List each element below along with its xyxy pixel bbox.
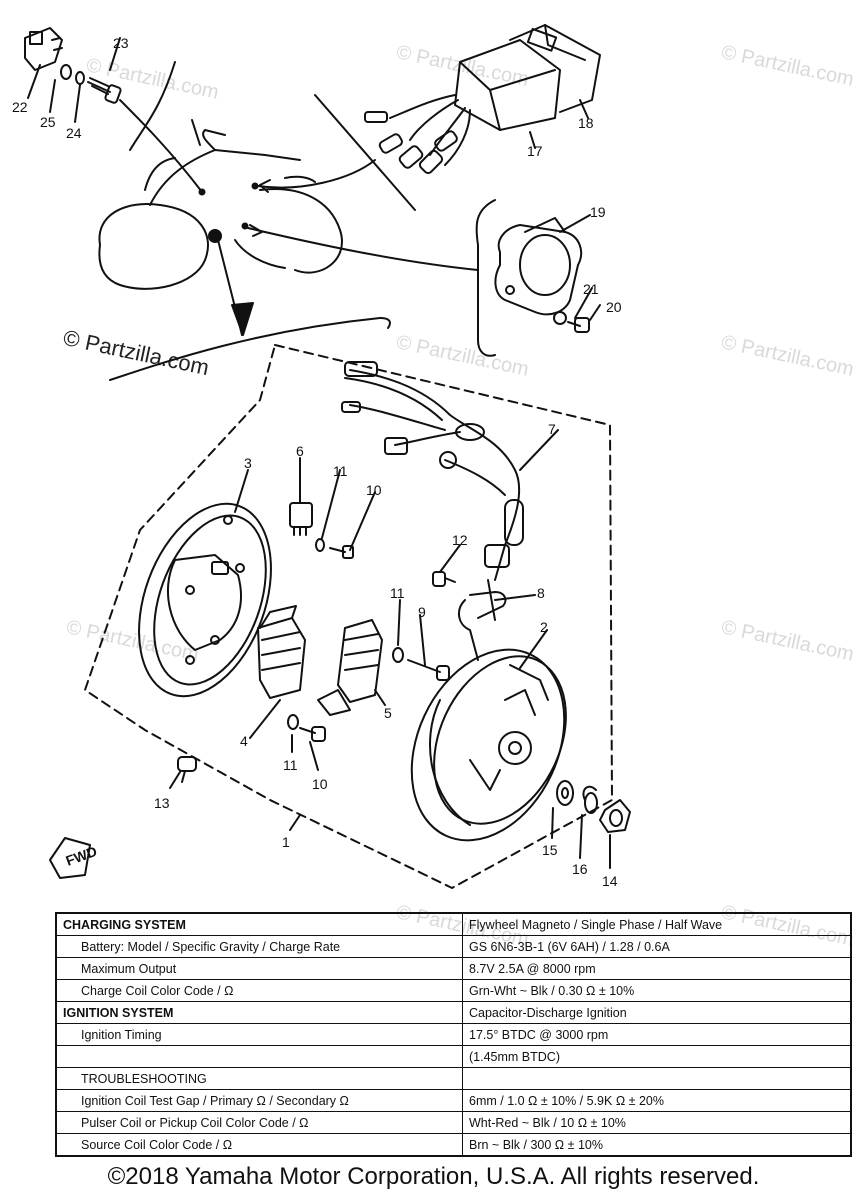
- spec-value: Capacitor-Discharge Ignition: [462, 1001, 852, 1024]
- callout-10-top: 10: [366, 482, 382, 498]
- coupler: [289, 502, 313, 536]
- spec-label: Maximum Output: [55, 957, 463, 980]
- callout-13: 13: [154, 795, 170, 811]
- callout-18: 18: [578, 115, 594, 131]
- parts-diagram: FWD 23 22 25 24 17 18 19 21 20 6 11 10 3…: [12, 24, 631, 889]
- spec-value: [462, 1067, 852, 1090]
- callout-5: 5: [384, 705, 392, 721]
- stator-plate: [138, 502, 272, 698]
- spec-row: TROUBLESHOOTING: [55, 1067, 852, 1090]
- callout-11-top: 11: [333, 463, 348, 479]
- callout-22: 22: [12, 99, 28, 115]
- rectifier: [494, 217, 590, 333]
- callout-1: 1: [282, 834, 290, 850]
- callout-6: 6: [296, 443, 304, 459]
- fwd-arrow: [49, 837, 91, 879]
- wire-clamp: [458, 579, 507, 661]
- flywheel: [410, 648, 567, 842]
- spec-value: (1.45mm BTDC): [462, 1045, 852, 1068]
- callout-8: 8: [537, 585, 545, 601]
- spec-label: IGNITION SYSTEM: [55, 1001, 463, 1024]
- callout-16: 16: [572, 861, 588, 877]
- callout-25: 25: [40, 114, 56, 130]
- spec-label: Ignition Coil Test Gap / Primary Ω / Sec…: [55, 1089, 463, 1112]
- callout-3: 3: [244, 455, 252, 471]
- callout-11-bottom: 11: [283, 757, 298, 773]
- callout-7: 7: [548, 421, 556, 437]
- spec-label: TROUBLESHOOTING: [55, 1067, 463, 1090]
- callout-10-bottom: 10: [312, 776, 328, 792]
- spec-value: Grn-Wht ~ Blk / 0.30 Ω ± 10%: [462, 979, 852, 1002]
- cdi-unit: [364, 24, 601, 175]
- callout-21: 21: [583, 281, 599, 297]
- spec-value: Brn ~ Blk / 300 Ω ± 10%: [462, 1133, 852, 1157]
- callout-12: 12: [452, 532, 468, 548]
- spec-label: Pulser Coil or Pickup Coil Color Code / …: [55, 1111, 463, 1134]
- callout-20: 20: [606, 299, 622, 315]
- spec-row: Ignition Coil Test Gap / Primary Ω / Sec…: [55, 1089, 852, 1112]
- spec-label: [55, 1045, 463, 1068]
- spec-value: Flywheel Magneto / Single Phase / Half W…: [462, 912, 852, 936]
- copyright-footer: ©2018 Yamaha Motor Corporation, U.S.A. A…: [107, 1163, 760, 1190]
- spec-row: Battery: Model / Specific Gravity / Char…: [55, 935, 852, 958]
- spec-value: GS 6N6-3B-1 (6V 6AH) / 1.28 / 0.6A: [462, 935, 852, 958]
- switch-assembly: [24, 27, 122, 104]
- callout-11-mid: 11: [390, 585, 405, 601]
- pulser-coil: [317, 619, 383, 716]
- spec-row: (1.45mm BTDC): [55, 1045, 852, 1068]
- spec-label: Source Coil Color Code / Ω: [55, 1133, 463, 1157]
- callout-4: 4: [240, 733, 248, 749]
- callout-23: 23: [113, 35, 129, 51]
- spec-label: Charge Coil Color Code / Ω: [55, 979, 463, 1002]
- callout-24: 24: [66, 125, 82, 141]
- spec-label: CHARGING SYSTEM: [55, 912, 463, 936]
- assembly-boundary: [84, 344, 613, 889]
- nut-washers: [556, 780, 631, 833]
- callout-2: 2: [540, 619, 548, 635]
- source-coil: [257, 605, 306, 699]
- callout-15: 15: [542, 842, 558, 858]
- spec-label: Ignition Timing: [55, 1023, 463, 1046]
- spec-label: Battery: Model / Specific Gravity / Char…: [55, 935, 463, 958]
- spec-value: 8.7V 2.5A @ 8000 rpm: [462, 957, 852, 980]
- callout-17: 17: [527, 143, 543, 159]
- motorcycle-outline: [98, 119, 343, 290]
- screws: [177, 538, 456, 783]
- spec-value: Wht-Red ~ Blk / 10 Ω ± 10%: [462, 1111, 852, 1134]
- callout-19: 19: [590, 204, 606, 220]
- spec-value: 17.5° BTDC @ 3000 rpm: [462, 1023, 852, 1046]
- spec-row: Pulser Coil or Pickup Coil Color Code / …: [55, 1111, 852, 1134]
- wire-harness: [341, 361, 524, 581]
- callout-9: 9: [418, 604, 426, 620]
- spec-value: 6mm / 1.0 Ω ± 10% / 5.9K Ω ± 20%: [462, 1089, 852, 1112]
- callout-14: 14: [602, 873, 618, 889]
